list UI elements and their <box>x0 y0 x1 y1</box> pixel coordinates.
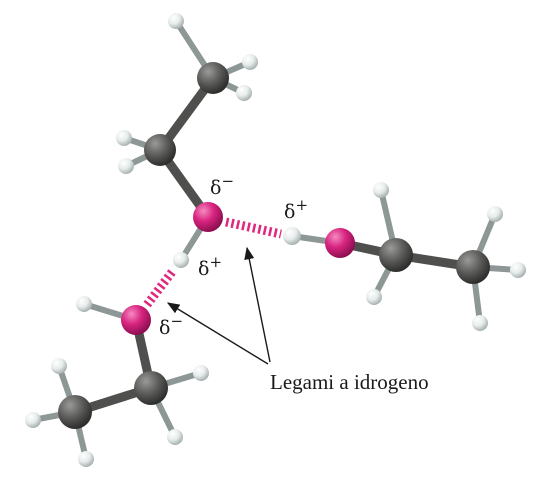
carbon-atom <box>379 238 413 272</box>
ethanol-molecule-top <box>116 13 258 268</box>
carbon-atom <box>144 134 176 166</box>
hydroxyl-hydrogen-atom <box>76 296 92 312</box>
hydrogen-atom <box>472 315 488 331</box>
oxygen-atom <box>193 202 223 232</box>
hydrogen-atom <box>236 85 252 101</box>
hydrogen-atom <box>118 158 134 174</box>
hydrogen-bond-vertical <box>142 269 176 309</box>
partial-charge-label-top-oxygen: δ− <box>210 172 234 199</box>
hydrogen-atom <box>242 54 258 70</box>
hydrogen-atom <box>487 206 503 222</box>
arrow-to-vertical-bond <box>166 302 269 365</box>
hydroxyl-hydrogen-atom <box>283 227 301 245</box>
hydrogen-atom <box>116 130 132 146</box>
hydrogen-bond-horizontal <box>225 217 282 239</box>
carbon-atom <box>134 371 168 405</box>
carbon-atom <box>197 62 229 94</box>
ethanol-molecule-bottom <box>25 296 209 467</box>
oxygen-atom <box>121 305 151 335</box>
covalent-bonds-top <box>121 18 253 263</box>
hydroxyl-hydrogen-atom <box>173 252 189 268</box>
partial-charge-label-top-hydrogen: δ+ <box>198 253 222 280</box>
partial-charge-label-bottom-oxygen: δ− <box>159 312 183 339</box>
hydrogen-atom <box>193 365 209 381</box>
carbon-atom <box>456 250 490 284</box>
hydrogen-atom <box>373 182 389 198</box>
partial-charge-label-right-hydrogen: δ+ <box>284 196 308 223</box>
carbon-atom <box>58 395 92 429</box>
hydrogen-atom <box>25 412 41 428</box>
hydrogen-atom <box>510 262 526 278</box>
hydrogen-bonds-caption: Legami a idrogeno <box>270 370 429 394</box>
hydrogen-atom <box>51 358 67 374</box>
oxygen-atom <box>325 228 355 258</box>
ethanol-molecule-right <box>283 182 526 331</box>
hydrogen-atom <box>78 451 94 467</box>
hydrogen-atom <box>366 289 382 305</box>
hydrogen-atom <box>167 429 183 445</box>
hydrogen-atom <box>168 13 184 29</box>
arrow-to-horizontal-bond <box>244 246 271 363</box>
